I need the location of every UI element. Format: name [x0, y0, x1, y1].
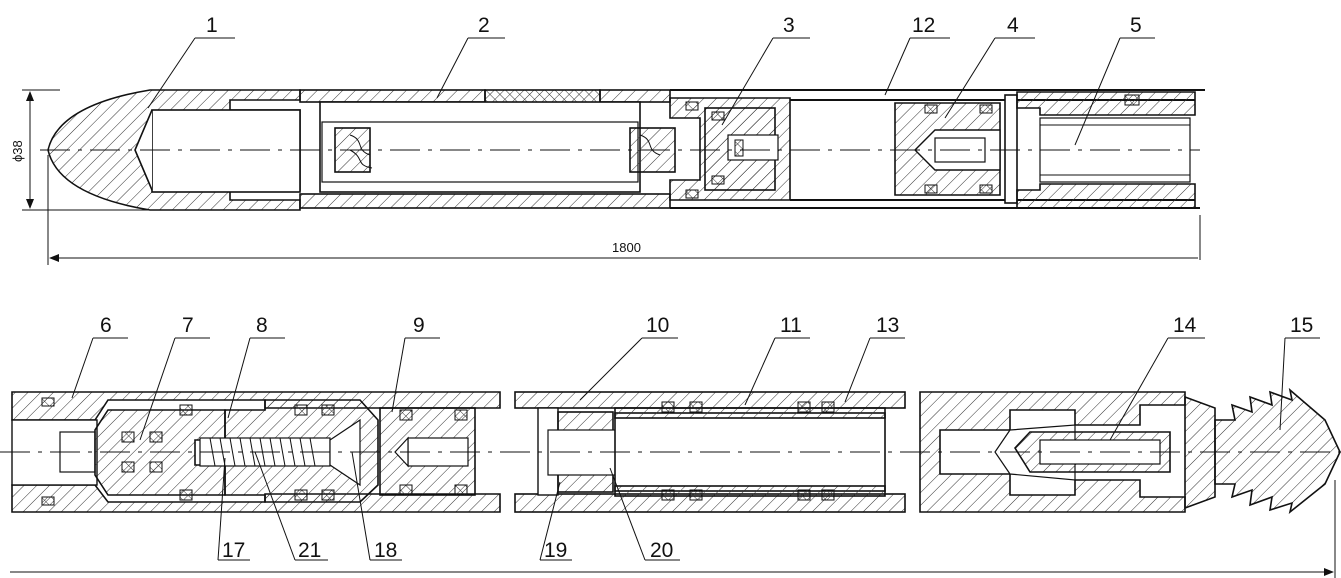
label-21: 21: [298, 539, 321, 562]
label-9: 9: [413, 314, 425, 337]
label-18: 18: [374, 539, 397, 562]
label-17: 17: [222, 539, 245, 562]
label-2: 2: [478, 14, 490, 37]
label-20: 20: [650, 539, 673, 562]
label-14: 14: [1173, 314, 1197, 337]
upper-assembly: ϕ38 1800: [10, 89, 1205, 265]
lower-leaders: [71, 337, 1320, 561]
label-6: 6: [100, 314, 112, 337]
label-11: 11: [780, 314, 802, 337]
label-7: 7: [182, 314, 194, 337]
label-4: 4: [1007, 14, 1019, 37]
label-8: 8: [256, 314, 268, 337]
label-5: 5: [1130, 14, 1142, 37]
label-3: 3: [783, 14, 795, 37]
diameter-dimension: ϕ38: [10, 140, 25, 162]
lower-assembly: [0, 387, 1341, 578]
length-dimension: 1800: [612, 240, 641, 255]
label-19: 19: [544, 539, 567, 562]
upper-leaders: [147, 37, 1155, 146]
label-15: 15: [1290, 314, 1313, 337]
label-12: 12: [912, 14, 935, 37]
label-13: 13: [876, 314, 899, 337]
label-1: 1: [206, 14, 218, 37]
label-10: 10: [646, 314, 669, 337]
